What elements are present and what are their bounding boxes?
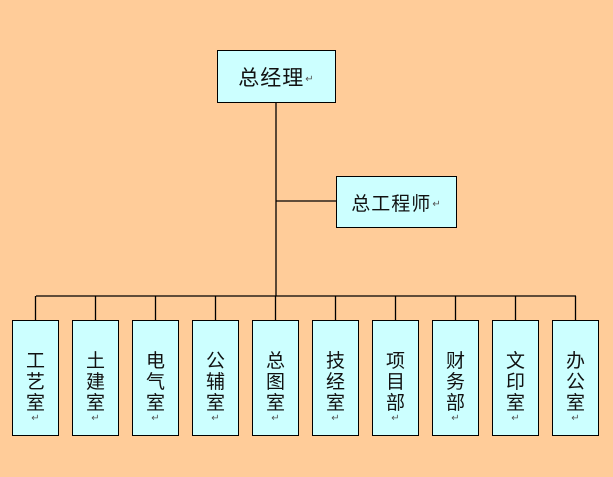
- paragraph-mark: ↵: [391, 413, 400, 424]
- paragraph-mark: ↵: [511, 413, 520, 424]
- department-box: 电气室↵: [132, 320, 179, 436]
- paragraph-mark: ↵: [451, 413, 460, 424]
- department-box: 财务部↵: [432, 320, 479, 436]
- department-label: 工艺室: [25, 350, 45, 414]
- paragraph-mark: ↵: [271, 413, 280, 424]
- department-box: 办公室↵: [552, 320, 599, 436]
- paragraph-mark: ↵: [571, 413, 580, 424]
- department-label: 总图室: [265, 350, 285, 414]
- department-box: 总图室↵: [252, 320, 299, 436]
- general-manager-label: 总经理: [238, 65, 305, 90]
- chief-engineer-label: 总工程师: [351, 192, 432, 215]
- paragraph-mark: ↵: [305, 73, 315, 85]
- department-label: 土建室: [85, 350, 105, 414]
- paragraph-mark: ↵: [331, 413, 340, 424]
- department-box: 文印室↵: [492, 320, 539, 436]
- department-label: 项目部: [385, 350, 405, 414]
- department-label: 电气室: [145, 350, 165, 414]
- department-box: 工艺室↵: [12, 320, 59, 436]
- paragraph-mark: ↵: [31, 413, 40, 424]
- department-box: 项目部↵: [372, 320, 419, 436]
- paragraph-mark: ↵: [151, 413, 160, 424]
- department-label: 技经室: [325, 350, 345, 414]
- paragraph-mark: ↵: [91, 413, 100, 424]
- department-label: 公辅室: [205, 350, 225, 414]
- paragraph-mark: ↵: [432, 199, 442, 210]
- department-box: 土建室↵: [72, 320, 119, 436]
- paragraph-mark: ↵: [211, 413, 220, 424]
- department-box: 公辅室↵: [192, 320, 239, 436]
- general-manager-box: 总经理↵: [217, 50, 336, 103]
- department-label: 办公室: [565, 350, 585, 414]
- department-label: 文印室: [505, 350, 525, 414]
- chief-engineer-box: 总工程师↵: [336, 176, 457, 228]
- department-label: 财务部: [445, 350, 465, 414]
- department-box: 技经室↵: [312, 320, 359, 436]
